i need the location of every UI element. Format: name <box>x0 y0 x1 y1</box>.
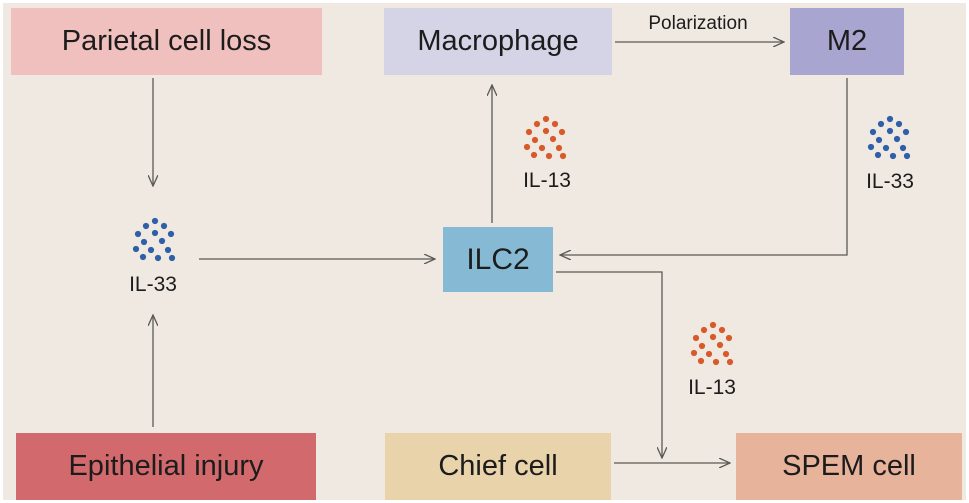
label-polarization: Polarization <box>648 13 748 34</box>
molecule-dot <box>690 349 698 357</box>
molecule-dot <box>874 151 882 159</box>
il13-cluster-top <box>523 115 567 160</box>
label-il13-bottom: IL-13 <box>688 376 736 399</box>
molecule-dot <box>712 358 720 366</box>
molecule-dot <box>531 136 539 144</box>
il13-cluster-bottom <box>690 321 734 366</box>
molecule-dot <box>132 245 140 253</box>
molecule-dot <box>559 152 567 160</box>
molecule-dot <box>716 341 724 349</box>
il33-cluster-right <box>867 115 911 160</box>
molecule-dot <box>530 151 538 159</box>
node-label: ILC2 <box>466 242 530 276</box>
arrow-ilc2-to-spem <box>556 271 662 458</box>
molecule-dot <box>722 350 730 358</box>
node-epithelial-injury: Epithelial injury <box>16 433 316 500</box>
molecule-dot <box>902 128 910 136</box>
molecule-dot <box>726 358 734 366</box>
molecule-dot <box>525 128 533 136</box>
molecule-dot <box>164 246 172 254</box>
molecule-dot <box>167 230 175 238</box>
node-label: Parietal cell loss <box>61 25 272 57</box>
molecule-dot <box>551 120 559 128</box>
molecule-dot <box>154 254 162 262</box>
molecule-dot <box>886 127 894 135</box>
molecule-dot <box>869 128 877 136</box>
molecule-dot <box>139 253 147 261</box>
molecule-dot <box>893 135 901 143</box>
molecule-dot <box>882 144 890 152</box>
molecule-dot <box>538 144 546 152</box>
molecule-dot <box>140 238 148 246</box>
molecule-dot <box>134 230 142 238</box>
molecule-dot <box>875 136 883 144</box>
molecule-dot <box>545 152 553 160</box>
molecule-dot <box>542 127 550 135</box>
node-label: Epithelial injury <box>68 450 264 482</box>
molecule-dot <box>692 334 700 342</box>
molecule-dot <box>889 152 897 160</box>
molecule-dot <box>895 120 903 128</box>
il33-cluster-left <box>132 217 176 262</box>
molecule-dot <box>151 229 159 237</box>
molecule-dot <box>709 333 717 341</box>
molecule-dot <box>147 246 155 254</box>
molecule-dot <box>886 115 894 123</box>
node-m2: M2 <box>790 8 904 75</box>
arrow-layer <box>132 3 911 500</box>
molecule-dot <box>523 143 531 151</box>
molecule-dot <box>542 115 550 123</box>
label-il33-right: IL-33 <box>866 170 914 193</box>
node-label: Macrophage <box>417 25 579 57</box>
molecule-dot <box>725 334 733 342</box>
molecule-dot <box>558 128 566 136</box>
node-parietal-cell-loss: Parietal cell loss <box>11 8 322 75</box>
molecule-dot <box>867 143 875 151</box>
molecule-dot <box>142 222 150 230</box>
label-il13-top: IL-13 <box>523 169 571 192</box>
molecule-dot <box>533 120 541 128</box>
node-chief-cell: Chief cell <box>385 433 611 500</box>
arrow-m2-to-ilc2 <box>560 78 848 255</box>
molecule-dot <box>903 152 911 160</box>
label-il33-left: IL-33 <box>129 273 177 296</box>
molecule-dot <box>718 326 726 334</box>
molecule-dot <box>158 237 166 245</box>
molecule-dot <box>705 350 713 358</box>
molecule-dot <box>700 326 708 334</box>
molecule-dot <box>697 357 705 365</box>
molecule-dot <box>151 217 159 225</box>
node-label: SPEM cell <box>782 450 916 482</box>
node-ilc2: ILC2 <box>443 227 553 292</box>
node-macrophage: Macrophage <box>384 8 612 75</box>
molecule-dot <box>555 144 563 152</box>
molecule-dot <box>698 342 706 350</box>
node-label: M2 <box>826 25 868 57</box>
node-spem-cell: SPEM cell <box>736 433 962 500</box>
molecule-dot <box>899 144 907 152</box>
molecule-dot <box>168 254 176 262</box>
molecule-dot <box>709 321 717 329</box>
molecule-dot <box>549 135 557 143</box>
molecule-dot <box>877 120 885 128</box>
molecule-dot <box>160 222 168 230</box>
node-label: Chief cell <box>438 450 558 482</box>
diagram-canvas: Parietal cell loss Macrophage M2 ILC2 Ep… <box>3 3 966 500</box>
